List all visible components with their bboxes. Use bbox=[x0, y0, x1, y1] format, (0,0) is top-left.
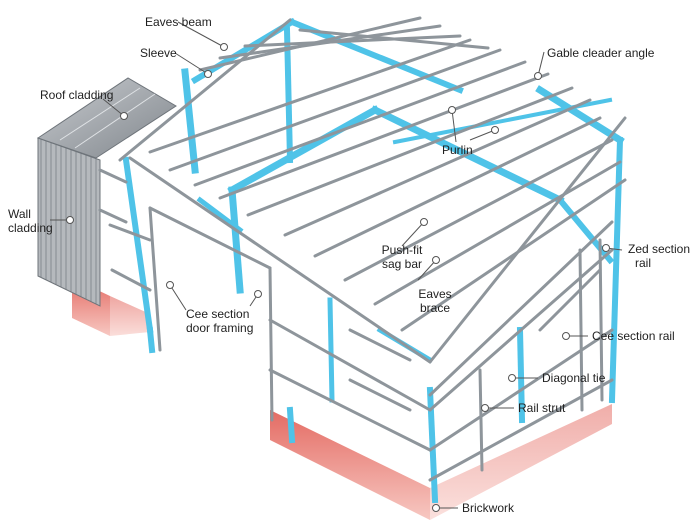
label-roof-cladding: Roof cladding bbox=[40, 88, 114, 102]
label-rail-strut: Rail strut bbox=[518, 401, 566, 415]
label-push-fit-2: sag bar bbox=[381, 257, 423, 271]
label-sleeve: Sleeve bbox=[140, 46, 177, 60]
label-cee-section-rail: Cee section rail bbox=[592, 329, 675, 343]
secondary-steel bbox=[98, 16, 627, 482]
label-wall-cladding-1: Wall bbox=[8, 207, 31, 221]
label-push-fit-1: Push-fit bbox=[381, 243, 423, 257]
brickwork bbox=[72, 278, 612, 520]
label-eaves-beam: Eaves beam bbox=[145, 15, 212, 29]
leader-markers bbox=[66, 43, 610, 512]
roof-cladding bbox=[36, 77, 177, 159]
label-cee-door-1: Cee section bbox=[186, 307, 250, 321]
leader-lines bbox=[50, 21, 623, 509]
label-eaves-brace-1: Eaves bbox=[418, 287, 452, 301]
label-zed-section-1: Zed section bbox=[628, 242, 691, 256]
label-diagonal-tie: Diagonal tie bbox=[542, 371, 606, 385]
label-purlin: Purlin bbox=[442, 143, 473, 157]
label-wall-cladding-2: cladding bbox=[8, 221, 53, 235]
label-zed-section-2: rail bbox=[635, 256, 652, 270]
label-cee-door-2: door framing bbox=[186, 321, 254, 335]
label-brickwork: Brickwork bbox=[462, 501, 515, 515]
label-gable-cleader-angle: Gable cleader angle bbox=[547, 46, 655, 60]
label-eaves-brace-2: brace bbox=[419, 301, 451, 315]
